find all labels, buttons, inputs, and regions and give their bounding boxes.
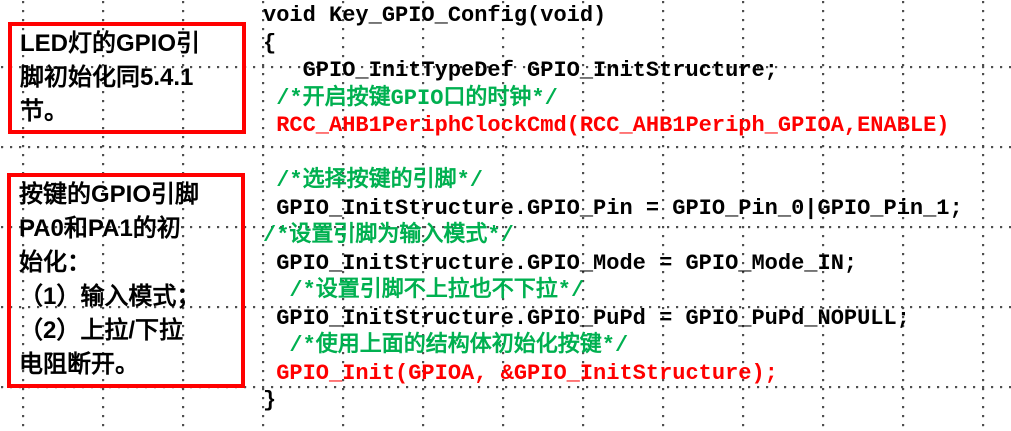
code-line: void Key_GPIO_Config(void) — [263, 3, 607, 28]
annotation-line: （1）输入模式； — [19, 283, 201, 310]
code-line: /*选择按键的引脚*/ — [263, 168, 484, 193]
code-line — [263, 140, 963, 168]
code-line: /*设置引脚不上拉也不下拉*/ — [263, 278, 585, 303]
annotation-line: PA0和PA1的初 — [19, 215, 181, 242]
annotation-line: 始化： — [19, 249, 91, 276]
code-line: /*使用上面的结构体初始化按键*/ — [263, 333, 629, 358]
annotation-box-led-gpio: LED灯的GPIO引脚初始化同5.4.1 节。 — [8, 22, 246, 134]
code-line: GPIO_Init(GPIOA, &GPIO_InitStructure); — [263, 360, 778, 386]
annotation-line: 电阻断开。 — [19, 351, 139, 378]
code-line: } — [263, 388, 277, 413]
code-line: GPIO_InitTypeDef GPIO_InitStructure; — [263, 58, 778, 83]
annotation-line: 按键的GPIO引脚 — [19, 181, 200, 208]
annotation-line: （2）上拉/下拉 — [19, 317, 184, 344]
annotation-line: LED灯的GPIO引 — [20, 30, 201, 57]
code-line: RCC_AHB1PeriphClockCmd(RCC_AHB1Periph_GP… — [263, 113, 950, 138]
code-line: GPIO_InitStructure.GPIO_Pin = GPIO_Pin_0… — [263, 195, 963, 221]
code-line: { — [263, 30, 277, 56]
annotation-line: 节。 — [20, 98, 68, 125]
code-line: GPIO_InitStructure.GPIO_PuPd = GPIO_PuPd… — [263, 305, 910, 331]
code-block: void Key_GPIO_Config(void){ GPIO_InitTyp… — [263, 2, 963, 415]
code-line: /*设置引脚为输入模式*/ — [263, 223, 514, 248]
annotation-line: 脚初始化同5.4.1 — [20, 64, 194, 91]
code-line: /*开启按键GPIO口的时钟*/ — [263, 85, 558, 111]
annotation-box-key-gpio: 按键的GPIO引脚 PA0和PA1的初始化： （1）输入模式； （2）上拉/下拉电阻断… — [7, 173, 245, 388]
code-line: GPIO_InitStructure.GPIO_Mode = GPIO_Mode… — [263, 250, 858, 276]
